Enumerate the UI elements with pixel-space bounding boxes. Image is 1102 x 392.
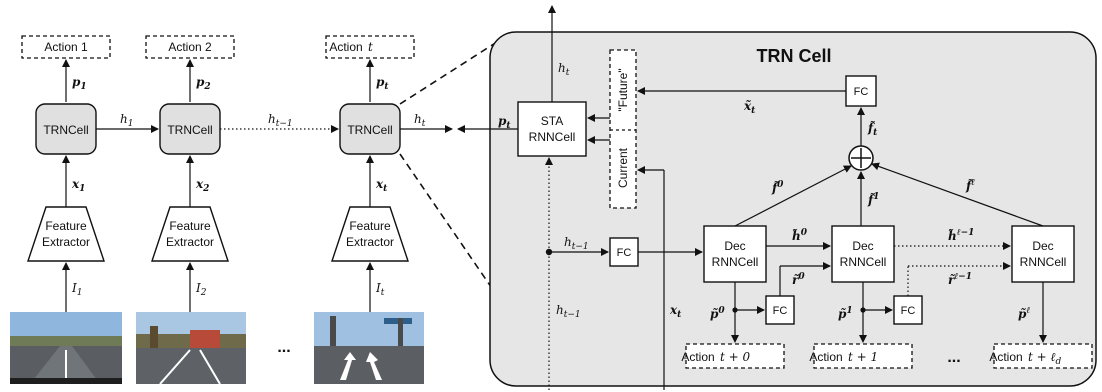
fld-arrow [871, 162, 1044, 227]
fc-feedback-1-label: FC [901, 305, 916, 317]
feature-extractor-2-line2: Extractor [166, 235, 214, 249]
fc-feedback-1 [893, 295, 923, 325]
trncell-t-label: TRNCell [347, 123, 392, 137]
f0-label: f̃0 [771, 180, 784, 195]
trncell-1-label: TRNCell [43, 123, 88, 137]
action-box-2 [145, 35, 235, 59]
x2-label: x2 [195, 177, 209, 194]
i1-label: I1 [71, 281, 82, 298]
ht-top-label: ht [558, 61, 570, 78]
feature-extractor-1-line1: Feature [45, 219, 87, 233]
fc-feedback-0 [765, 295, 795, 325]
feature-extractor-2-line1: Feature [169, 219, 211, 233]
zoom-line-top [399, 39, 501, 105]
action-label-1: Action 1 [44, 40, 88, 54]
x-tilde-label: x̃t [743, 99, 756, 116]
action-box-1 [21, 35, 111, 59]
future-action-box-1 [813, 343, 913, 369]
f-tilde-label: f̃t [867, 120, 878, 138]
h1-label: h1 [120, 112, 133, 129]
feature-extractor-1 [27, 206, 105, 262]
pt-label: pt [376, 75, 389, 92]
pt-out-label: pt [498, 114, 511, 131]
f1-label: f̃1 [867, 192, 879, 207]
x1-label: x1 [71, 177, 85, 194]
future-action-1-label: Action [809, 350, 846, 364]
future-action-1-suffix: t + 1 [848, 350, 878, 364]
dec-rnncell-ld-line2: RNNCell [1020, 255, 1067, 269]
future-action-ld-label: Action [989, 350, 1026, 364]
zoom-line-bottom [399, 153, 501, 301]
it-label: It [375, 281, 385, 298]
pt0-label: p̃0 [710, 306, 725, 321]
feature-extractor-t-line2: Extractor [346, 235, 394, 249]
hld-label: h̃ℓ−1 [948, 228, 974, 243]
future-action-box-0 [685, 343, 785, 369]
fc-top [845, 75, 877, 107]
current-label: Current [616, 147, 630, 188]
sta-rnncell [517, 101, 587, 157]
future-action-0-label: Action [681, 350, 718, 364]
dec-rnncell-1-line2: RNNCell [840, 255, 887, 269]
fc-feedback-0-label: FC [773, 305, 788, 317]
feature-extractor-t-line1: Feature [349, 219, 391, 233]
h-tm1-label-upper: ht−1 [564, 235, 589, 252]
pt1-label: p̃1 [838, 306, 853, 321]
r0-label: r̃0 [792, 272, 805, 287]
p2-label: p2 [196, 75, 211, 92]
dec-rnncell-1 [831, 225, 895, 283]
fc-input [609, 237, 639, 267]
h-tm1-label: ht−1 [268, 112, 293, 129]
xt-input-label: xt [669, 303, 682, 320]
future-action-ld-suffix: t + ℓd [1028, 350, 1062, 367]
ht-out-label: ht [414, 112, 426, 129]
trn-cell-panel [489, 31, 1097, 387]
feature-extractor-2 [151, 206, 229, 262]
action-label-t: Action [329, 40, 366, 54]
h0-label: h̃0 [792, 228, 808, 243]
road-image-t [314, 312, 424, 384]
i2-label: I2 [195, 281, 207, 298]
trncell-2-label: TRNCell [167, 123, 212, 137]
action-label-t-var: t [368, 40, 373, 54]
road-image-2 [136, 312, 246, 385]
xt-label: xt [375, 177, 388, 194]
dec-rnncell-ld-line1: Dec [1032, 239, 1053, 253]
road-image-1 [10, 312, 122, 384]
future-label: "Future" [616, 68, 630, 111]
fc-top-label: FC [854, 86, 869, 98]
future-action-ellipsis: ... [947, 349, 960, 366]
fc-input-label: FC [617, 247, 632, 259]
future-current-box [609, 49, 637, 209]
action-box-t [325, 35, 415, 59]
feature-extractor-1-line2: Extractor [42, 235, 90, 249]
sta-rnncell-line1: STA [541, 114, 563, 128]
fld-label: f̃ℓ [965, 178, 975, 193]
h-tm1-label-lower: ht−1 [556, 303, 581, 320]
dec-rnncell-0-line2: RNNCell [712, 255, 759, 269]
feature-extractor-t [331, 206, 409, 262]
trn-cell-title: TRN Cell [756, 46, 831, 66]
dec-rnncell-0 [703, 225, 767, 283]
dec-rnncell-0-line1: Dec [724, 239, 745, 253]
dec-rnncell-ld [1011, 225, 1075, 283]
ptld-label: p̃ℓ [1018, 306, 1030, 321]
future-action-0-suffix: t + 0 [720, 350, 751, 364]
p1-label: p1 [72, 75, 87, 92]
future-action-box-ld [993, 343, 1093, 369]
sta-rnncell-line2: RNNCell [529, 130, 576, 144]
f0-arrow [734, 165, 852, 227]
action-label-2: Action 2 [168, 40, 212, 54]
rld-label: r̃ℓ−1 [948, 272, 972, 287]
dec-rnncell-1-line1: Dec [852, 239, 873, 253]
sequence-ellipsis: ... [277, 339, 290, 356]
